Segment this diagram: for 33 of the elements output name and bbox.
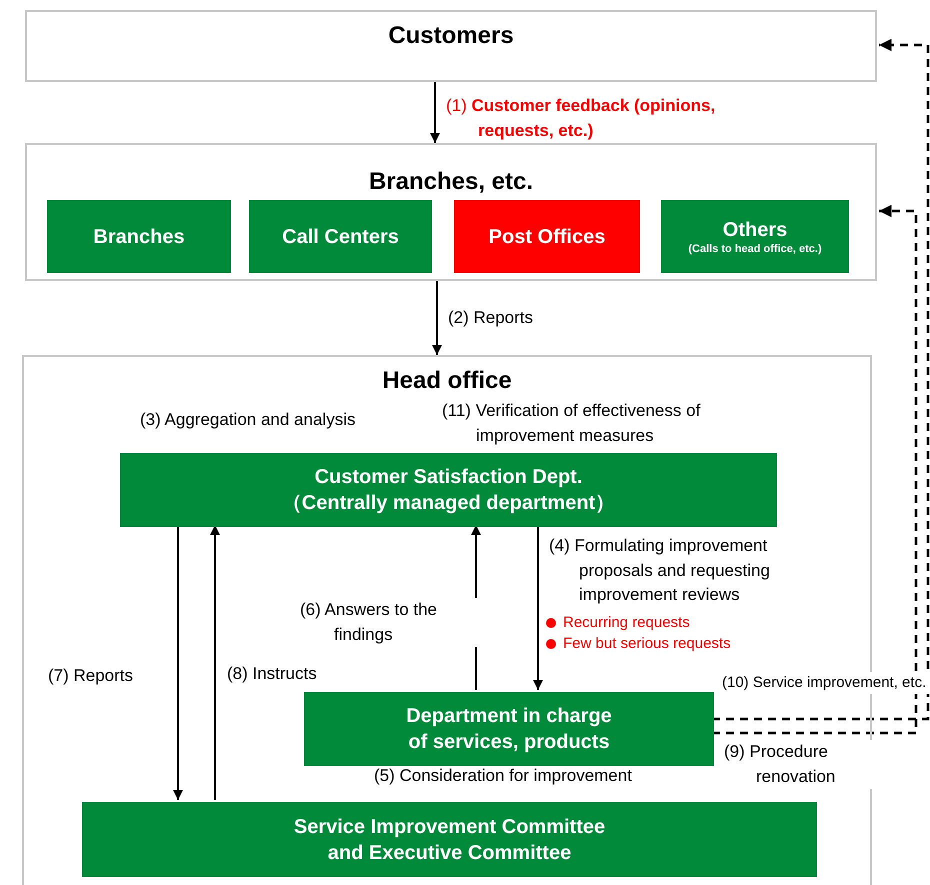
box-title: Customers [387, 21, 515, 51]
dashed-arrow [712, 204, 918, 734]
dashed-arrow [712, 38, 930, 720]
bullet-item: Few but serious requests [563, 634, 732, 654]
edge-label: (10) Service improvement, etc. [722, 672, 930, 694]
node-caption: (5) Consideration for improvement [374, 766, 632, 786]
box-title: Post Offices [488, 224, 606, 250]
arrow [210, 525, 220, 800]
arrow [173, 525, 183, 800]
bullet-item: Recurring requests [563, 613, 691, 633]
box-title: Call Centers [281, 224, 400, 250]
arrow [432, 281, 442, 355]
arrow [430, 82, 440, 143]
process-box [661, 200, 849, 273]
highlight-box [454, 200, 640, 273]
box-title: Customer Satisfaction Dept. （Centrally managed department） [280, 465, 616, 516]
note-text: (3) Aggregation and analysis [140, 409, 356, 431]
box-title: Branches [92, 224, 186, 250]
process-box [47, 200, 231, 273]
box-subtitle: (Calls to head office, etc.) [688, 242, 822, 256]
process-box [249, 200, 432, 273]
box-title: Department in charge of services, products [405, 704, 613, 755]
group-box [25, 143, 877, 281]
process-box [304, 692, 714, 766]
box-title: Service Improvement Committee and Executive Committee [292, 814, 606, 866]
note-text: (11) Verification of effectiveness of improvement measures [442, 400, 702, 447]
process-box [82, 802, 817, 877]
box-title: Head office [381, 366, 513, 396]
arrow [533, 525, 543, 690]
process-box [120, 453, 777, 527]
box-title: Branches, etc. [368, 167, 534, 197]
group-box [25, 10, 877, 82]
box-title: Others [722, 218, 788, 243]
